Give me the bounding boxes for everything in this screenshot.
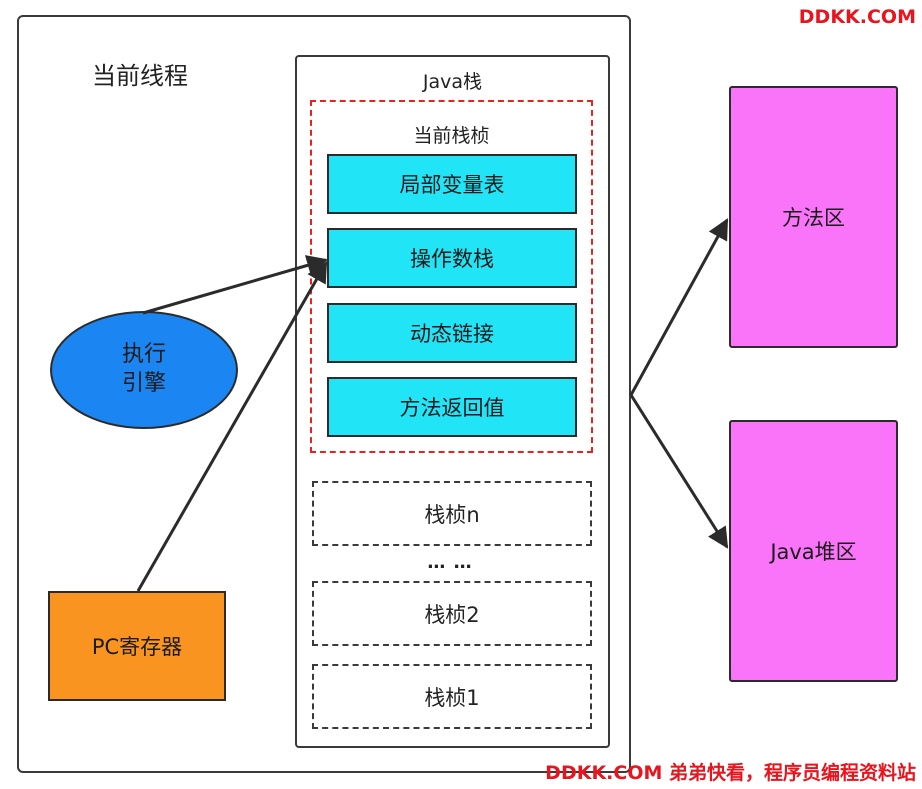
stack-frame-2-label: 栈桢2 bbox=[424, 602, 480, 627]
method-return-value: 方法返回值 bbox=[327, 377, 577, 437]
local-variable-table-label: 局部变量表 bbox=[399, 173, 505, 197]
method-area: 方法区 bbox=[729, 86, 898, 348]
method-area-label: 方法区 bbox=[782, 206, 845, 230]
execution-engine-label-line1: 执行 bbox=[121, 342, 166, 368]
execution-engine: 执行 引擎 bbox=[50, 311, 238, 429]
engine-to-operand-stack-arrow bbox=[142, 255, 329, 315]
watermark-bottom: DDKK.COM 弟弟快看，程序员编程资料站 bbox=[545, 762, 916, 784]
stack-frame-1: 栈桢1 bbox=[312, 664, 592, 729]
execution-engine-label-line2: 引擎 bbox=[121, 371, 166, 396]
dynamic-linking-label: 动态链接 bbox=[410, 322, 494, 346]
pc-register-to-operand-stack-arrow bbox=[136, 261, 328, 592]
watermark-top: DDKK.COM bbox=[798, 6, 916, 28]
local-variable-table: 局部变量表 bbox=[327, 154, 577, 214]
frames-ellipsis: … … bbox=[427, 552, 473, 573]
operand-stack: 操作数栈 bbox=[327, 228, 577, 288]
stack-to-method-area-arrow bbox=[629, 218, 729, 396]
current-thread-title: 当前线程 bbox=[92, 62, 188, 90]
stack-frame-2: 栈桢2 bbox=[312, 581, 592, 646]
stack-frame-1-label: 栈桢1 bbox=[424, 685, 480, 710]
pc-register-label: PC寄存器 bbox=[91, 635, 183, 659]
dynamic-linking: 动态链接 bbox=[327, 303, 577, 363]
current-stack-frame-title: 当前栈桢 bbox=[413, 125, 490, 147]
java-heap-label: Java堆区 bbox=[770, 540, 857, 564]
operand-stack-label: 操作数栈 bbox=[410, 247, 494, 271]
java-heap: Java堆区 bbox=[729, 420, 898, 682]
stack-frame-n-label: 栈桢n bbox=[424, 502, 480, 527]
pc-register: PC寄存器 bbox=[48, 591, 226, 701]
stack-frame-n: 栈桢n bbox=[312, 481, 592, 546]
method-return-value-label: 方法返回值 bbox=[399, 396, 505, 420]
stack-to-java-heap-arrow bbox=[629, 394, 729, 549]
java-stack-title: Java栈 bbox=[422, 71, 483, 93]
